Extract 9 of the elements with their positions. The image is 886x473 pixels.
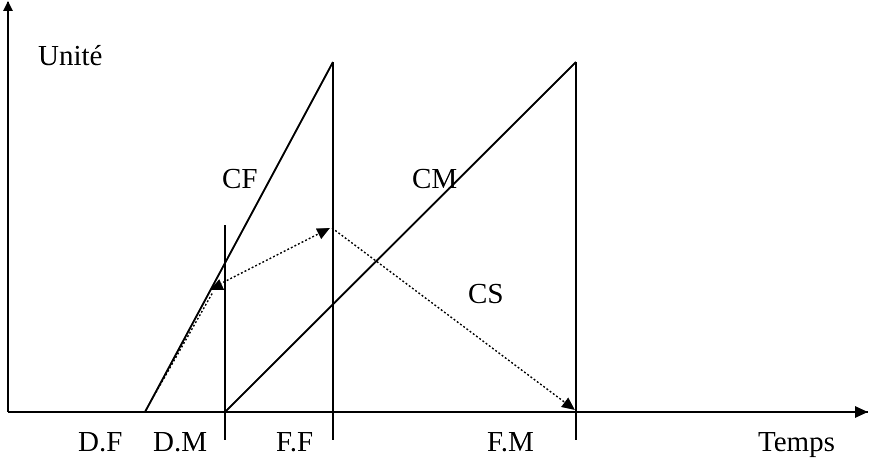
curve-label: CM	[412, 165, 458, 194]
axis-label: Temps	[758, 428, 835, 457]
curve-label: CS	[468, 280, 504, 309]
tick-label: D.F	[78, 428, 122, 457]
tick-label: F.F	[276, 428, 314, 457]
axis-label: Unité	[38, 42, 102, 71]
tick-label: D.M	[153, 428, 207, 457]
curve-label: CF	[222, 165, 258, 194]
tick-label: F.M	[487, 428, 534, 457]
